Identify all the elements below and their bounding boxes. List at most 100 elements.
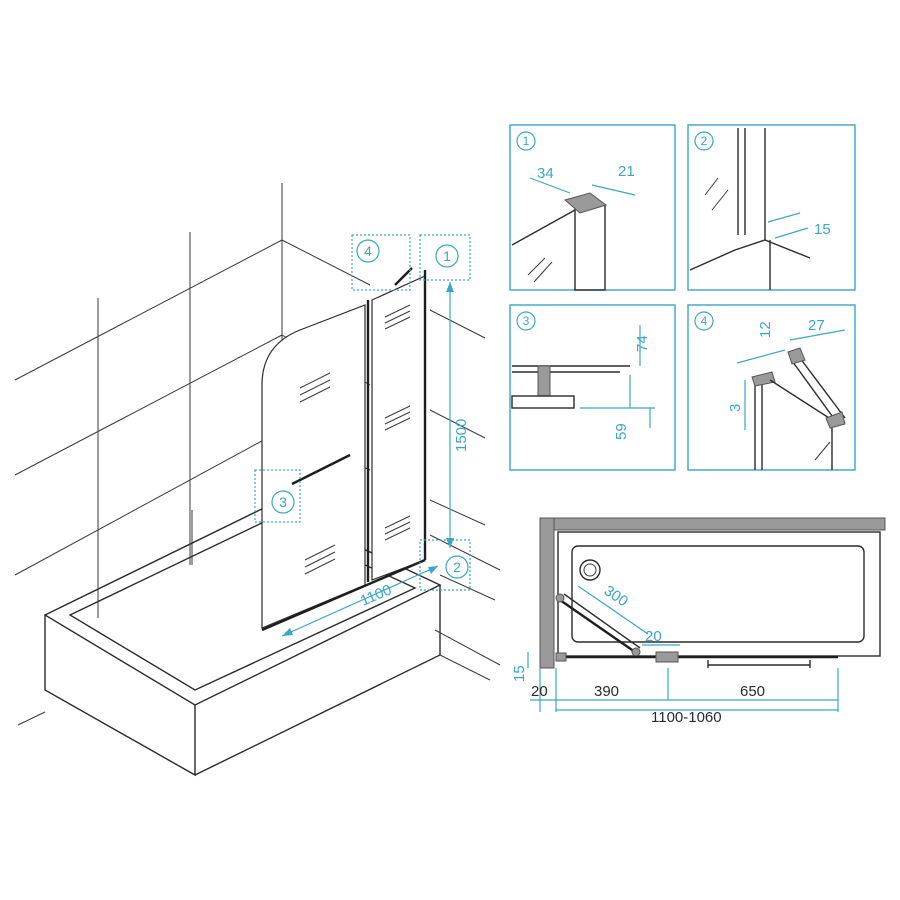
callout-label: 3: [279, 494, 287, 510]
arm-joint: [825, 411, 846, 429]
detail-1-panel: 1 34 21: [509, 124, 676, 291]
plan-arm: [559, 599, 636, 653]
arrow: [428, 566, 438, 574]
detail-2-panel: 2 15: [687, 124, 856, 291]
glass-hatch: [704, 177, 719, 196]
detail-number-circle: [516, 311, 536, 331]
detail1-dim-a: 34: [537, 165, 554, 182]
tub-inner: [68, 519, 417, 691]
tile-wall: [14, 183, 501, 666]
callout-box: [419, 539, 471, 591]
dim-line: [736, 349, 786, 364]
arm-joint: [787, 347, 806, 365]
floor-line: [689, 239, 811, 271]
detail1-dim-b: 21: [618, 163, 635, 180]
plan-dim-left: 20: [531, 683, 548, 700]
callout-circle: [271, 490, 295, 514]
detail-number-circle: [516, 131, 536, 151]
wall-bracket: [555, 652, 567, 662]
arrow: [446, 282, 454, 292]
towel-bar: [291, 453, 351, 486]
bracket: [537, 365, 551, 397]
glass-section: [511, 395, 575, 409]
arm-line: [789, 357, 836, 421]
glass-hatch: [814, 441, 831, 461]
tile-line: [14, 334, 283, 476]
drain-inner: [583, 563, 597, 577]
plan-dim-total: 1100-1060: [651, 709, 722, 726]
detail-frame: [687, 304, 856, 471]
plan-view: 300 20 15 20 390 650 1100-1060: [511, 517, 886, 726]
tub-front-left: [44, 615, 196, 777]
side-wall: [539, 517, 555, 669]
drain-outer: [579, 559, 601, 581]
detail4-dim-b: 27: [808, 317, 825, 334]
glass-hatch: [533, 261, 553, 283]
callout-label: 1: [443, 248, 451, 264]
callout-box: [419, 234, 471, 281]
callout-circle: [445, 555, 469, 579]
tub-front-right: [194, 585, 441, 776]
plan-dim-arm: 300: [601, 582, 631, 610]
glass-hatch: [527, 257, 546, 276]
callout-box: [254, 469, 301, 523]
dim-line: [281, 565, 439, 637]
swing-panel: [261, 304, 366, 629]
bathtub: [17, 504, 491, 777]
frosted-stripes: [299, 304, 411, 575]
detail-frame: [687, 124, 856, 291]
detail-number-circle: [694, 311, 714, 331]
detail-number: 2: [701, 134, 708, 148]
tile-line: [429, 309, 486, 339]
detail4-dim-a: 12: [757, 321, 774, 338]
arrow: [446, 538, 454, 548]
dim-line: [789, 329, 846, 341]
callout-label: 2: [453, 559, 461, 575]
bath-screen: [261, 267, 427, 632]
plan-dim-side: 15: [511, 665, 528, 682]
plan-dim-gap: 20: [645, 628, 662, 645]
callout-circle: [356, 239, 380, 263]
plan-arm-edge: [563, 593, 641, 649]
glass-hatch: [711, 189, 729, 211]
detail-frame: [509, 304, 676, 471]
floor-line: [439, 654, 491, 681]
arrow: [282, 628, 293, 636]
tub-basin: [571, 545, 865, 643]
detail-number-circle: [694, 131, 714, 151]
detail-number: 4: [701, 314, 708, 328]
back-wall: [539, 517, 886, 531]
pivot: [631, 647, 641, 657]
dim-line: [591, 184, 636, 196]
callout-circle: [435, 244, 459, 268]
floor-line: [17, 711, 46, 726]
detail-4-panel: 4 12 27 3: [687, 304, 856, 471]
tile-line: [14, 429, 283, 576]
tile-line: [14, 239, 283, 381]
callout-label: 4: [364, 243, 372, 259]
plan-dim-door: 650: [740, 683, 765, 700]
detail-3-panel: 3 74 59: [509, 304, 676, 471]
tile-line: [429, 409, 486, 439]
detail3-dim-a: 74: [634, 335, 651, 352]
detail-number: 1: [523, 134, 530, 148]
tile-line: [434, 629, 501, 666]
arm-line: [799, 357, 846, 419]
callout-3-group: 3: [254, 469, 301, 523]
detail4-dim-c: 3: [727, 404, 744, 412]
callout-2-group: 2: [419, 539, 471, 591]
tile-line: [429, 499, 486, 526]
plan-dim-fixed: 390: [594, 683, 619, 700]
callout-1-group: 1: [419, 234, 471, 281]
callout-4-group: 4: [351, 234, 411, 291]
callout-box: [351, 234, 411, 291]
detail-number: 3: [523, 314, 530, 328]
detail3-dim-b: 59: [613, 423, 630, 440]
end-cap: [563, 192, 608, 214]
bottom-seal: [261, 558, 426, 632]
tile-line: [439, 574, 496, 601]
height-dimension: 1500: [446, 282, 470, 548]
tile-line: [429, 534, 501, 571]
